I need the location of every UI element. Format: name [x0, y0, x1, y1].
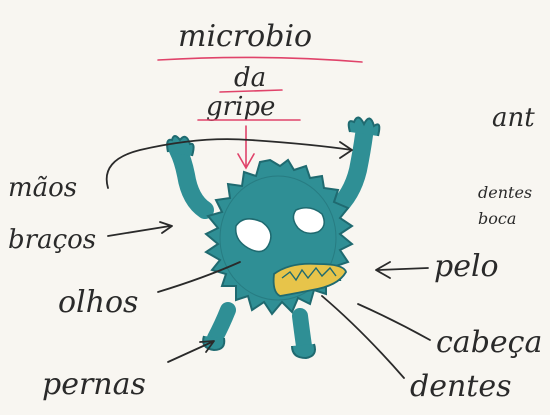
- arrow-dentes: [322, 296, 404, 378]
- label-pelo: pelo: [434, 249, 499, 284]
- microbe-mouth: [274, 264, 346, 296]
- arrow-pelo: [376, 262, 428, 278]
- label-olhos: olhos: [58, 285, 138, 320]
- title-arrow-down: [238, 126, 254, 168]
- microbe-right-leg: [292, 316, 315, 358]
- label-maos: mãos: [8, 173, 77, 203]
- label-dentes: dentes: [410, 369, 511, 404]
- arrow-pernas: [168, 341, 214, 362]
- label-antenas: ant: [492, 103, 535, 133]
- label-pernas: pernas: [42, 367, 146, 402]
- title-underline-1: [158, 57, 362, 62]
- label-cabeca: cabeça: [436, 325, 542, 360]
- title-da: da: [234, 63, 266, 93]
- label-dentes-boca-2: boca: [478, 209, 516, 228]
- label-bracos: braços: [8, 225, 96, 255]
- title-microbio: microbio: [178, 19, 312, 54]
- arrow-bracos: [108, 222, 172, 236]
- title-gripe: gripe: [206, 92, 275, 122]
- microbe-right-arm: [335, 117, 379, 210]
- microbe-left-arm: [167, 136, 205, 210]
- arrow-cabeca: [358, 304, 430, 340]
- label-dentes-boca-1: dentes: [478, 183, 532, 202]
